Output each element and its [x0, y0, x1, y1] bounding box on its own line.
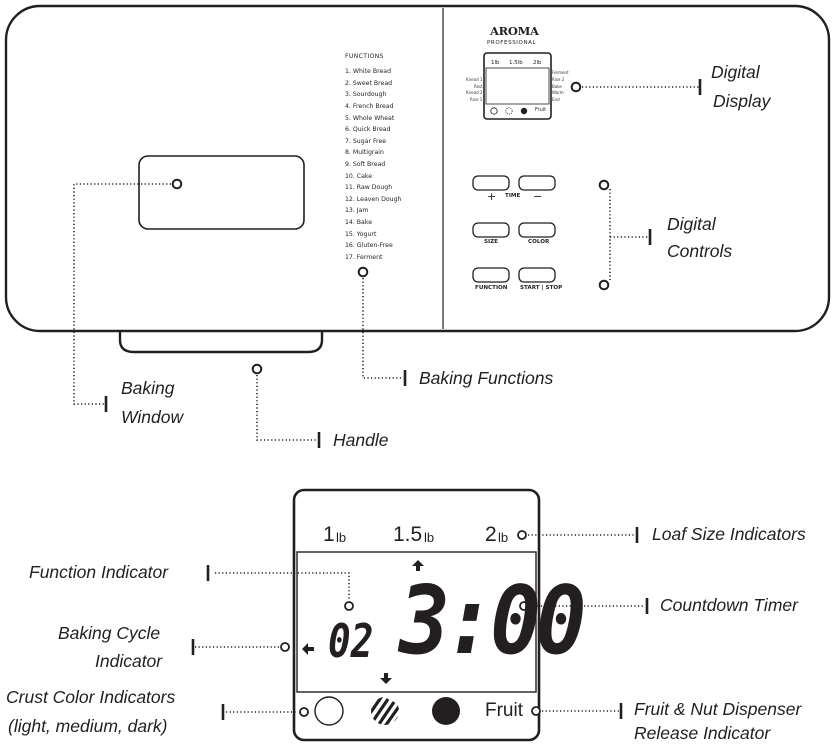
callout-digital-controls-2: Controls	[667, 241, 733, 261]
function-indicator-marker	[344, 601, 354, 611]
time-button-label: TIME	[505, 193, 521, 199]
loaf-size-1: 1	[323, 523, 335, 546]
function-item: 4. French Bread	[345, 103, 394, 110]
mini-left-label: Rise 1	[470, 97, 483, 102]
callout-fruit-nut-2: Release Indicator	[634, 723, 771, 743]
function-item: 3. Sourdough	[345, 91, 387, 98]
callout-handle: Handle	[333, 430, 389, 450]
mini-size-1lb: 1lb	[491, 60, 500, 66]
callout-digital-display-2: Display	[713, 91, 771, 111]
loaf-size-2-unit: lb	[498, 530, 509, 545]
function-item: 7. Sugar Free	[345, 138, 387, 145]
cycle-marker	[280, 642, 290, 652]
mini-right-label: End	[552, 97, 560, 102]
control-buttons	[472, 175, 556, 283]
mini-right-label: Ferment	[552, 70, 569, 75]
loaf-size-1-5: 1.5	[393, 523, 423, 546]
mini-fruit-label: Fruit	[535, 107, 547, 113]
plus-button-label: +	[487, 190, 497, 203]
function-button-label: FUNCTION	[475, 285, 508, 291]
mini-left-label: Knead 2	[466, 90, 483, 95]
crust-marker	[299, 707, 309, 717]
leader-lines-bottom	[195, 534, 645, 713]
function-item: 16. Gluten-Free	[345, 242, 393, 249]
brand-subtitle: PROFESSIONAL	[487, 40, 537, 46]
function-item: 17. Ferment	[345, 254, 383, 261]
fruit-marker	[531, 706, 541, 716]
loaf-size-marker	[517, 530, 527, 540]
arrow-up-icon	[412, 560, 424, 571]
callout-loaf-size: Loaf Size Indicators	[652, 524, 806, 544]
mini-size-2lb: 2lb	[533, 60, 542, 66]
mini-right-label: Bake	[552, 84, 562, 89]
loaf-size-1-5-unit: lb	[424, 530, 435, 545]
mini-light-crust	[490, 107, 498, 115]
callout-fruit-nut-1: Fruit & Nut Dispenser	[634, 699, 802, 719]
callout-function-indicator: Function Indicator	[29, 562, 169, 582]
function-number: 02	[328, 614, 374, 668]
function-item: 11. Raw Dough	[345, 184, 393, 191]
display-lcd	[296, 551, 537, 693]
callout-countdown-timer: Countdown Timer	[660, 595, 798, 615]
callout-baking-cycle-1: Baking Cycle	[58, 623, 161, 643]
baking-window-marker	[171, 178, 183, 190]
arrow-left-icon	[302, 643, 314, 655]
baking-window-shape	[138, 155, 305, 230]
callout-crust-color-2: (light, medium, dark)	[8, 716, 168, 736]
handle-shape	[118, 331, 324, 354]
dark-crust-icon	[432, 697, 460, 725]
callout-digital-display-1: Digital	[711, 62, 760, 82]
color-button-label: COLOR	[528, 239, 550, 245]
function-item: 15. Yogurt	[345, 231, 377, 238]
function-item: 5. Whole Wheat	[345, 115, 395, 122]
mini-right-label: Warm	[552, 90, 564, 95]
leader-ends-top	[104, 79, 702, 448]
leader-ends-bottom	[191, 527, 649, 720]
mini-dark-crust	[520, 107, 528, 115]
callout-baking-window-1: Baking	[121, 378, 175, 398]
minus-button-label: −	[533, 190, 543, 203]
fruit-indicator: Fruit	[485, 700, 523, 721]
mini-right-label: Rise 2	[552, 77, 565, 82]
light-crust-icon	[314, 696, 344, 726]
mini-display	[483, 52, 552, 120]
leader-lines-top	[73, 86, 699, 441]
functions-title: FUNCTIONS	[345, 53, 384, 60]
callout-crust-color-1: Crust Color Indicators	[6, 687, 176, 707]
medium-crust-icon	[371, 697, 399, 725]
display-frame	[292, 488, 541, 742]
mini-medium-crust	[505, 107, 513, 115]
brand-logo: AROMA	[490, 24, 539, 38]
callout-digital-controls-1: Digital	[667, 214, 716, 234]
handle-marker	[251, 363, 263, 375]
timer-marker	[519, 601, 529, 611]
mini-left-label: Rest	[474, 84, 483, 89]
function-item: 1. White Bread	[345, 68, 392, 75]
function-item: 10. Cake	[345, 173, 373, 180]
functions-marker	[357, 266, 369, 278]
loaf-size-2: 2	[485, 523, 497, 546]
function-item: 8. Multigrain	[345, 149, 384, 156]
machine-body	[4, 4, 831, 333]
start-stop-button-label: START | STOP	[520, 285, 563, 291]
function-item: 9. Soft Bread	[345, 161, 386, 168]
loaf-size-1-unit: lb	[336, 530, 347, 545]
mini-size-1-5lb: 1.5lb	[509, 60, 523, 66]
function-item: 13. Jam	[345, 207, 369, 214]
callout-baking-cycle-2: Indicator	[95, 651, 163, 671]
arrow-down-icon	[380, 673, 392, 684]
display-marker	[570, 81, 582, 93]
mini-left-label: Knead 1	[466, 77, 483, 82]
function-item: 2. Sweet Bread	[345, 80, 393, 87]
size-button-label: SIZE	[484, 239, 498, 245]
controls-marker-bottom	[598, 279, 610, 291]
countdown-timer: 3:00	[399, 567, 587, 676]
callout-baking-functions: Baking Functions	[419, 368, 554, 388]
function-item: 12. Leaven Dough	[345, 196, 402, 203]
function-item: 6. Quick Bread	[345, 126, 391, 133]
function-item: 14. Bake	[345, 219, 373, 226]
controls-marker-top	[598, 179, 610, 191]
callout-baking-window-2: Window	[121, 407, 184, 427]
